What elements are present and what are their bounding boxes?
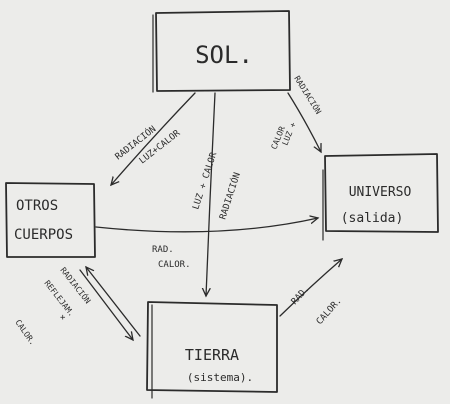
arrow-sol-tierra xyxy=(206,92,216,296)
arrow-tierra-otros xyxy=(86,267,141,337)
sol-universo-label-line1: RADIACIÓN xyxy=(292,73,324,116)
edge-tierra-otros: RADIACIÓN REFLEJAM. + CALOR. xyxy=(13,264,141,347)
otros-universo-label-line1: RAD. xyxy=(152,245,174,255)
arrow-otros-universo xyxy=(95,218,318,233)
sol-tierra-label-line1: LUZ + CALOR xyxy=(191,151,219,211)
edge-tierra-to-universo: RAD. CALOR. xyxy=(279,259,344,327)
sol-label: SOL. xyxy=(195,41,253,69)
universo-box-outline xyxy=(324,153,439,233)
otros-universo-label-line2: CALOR. xyxy=(158,260,191,270)
tierra-universo-label-line2: CALOR. xyxy=(315,296,344,327)
sol-tierra-label-line2: RADIACIÓN xyxy=(216,171,242,221)
otros-box-outline xyxy=(5,182,96,258)
sol-box-outline xyxy=(155,10,291,92)
tierra-universo-label-line1: RAD. xyxy=(290,284,312,307)
node-tierra: TIERRA (sistema). xyxy=(146,301,278,399)
otros-label-line2: CUERPOS xyxy=(14,227,73,243)
arrow-sol-universo xyxy=(287,92,321,152)
universo-label-line2: (salida) xyxy=(341,211,404,226)
edge-sol-to-otros: RADIACIÓN LUZ+CALOR xyxy=(111,92,196,185)
node-sol: SOL. xyxy=(152,10,291,93)
node-universo: UNIVERSO (salida) xyxy=(322,153,439,241)
edge-sol-to-universo: RADIACIÓN LUZ + CALOR xyxy=(270,73,325,152)
edge-sol-to-tierra: LUZ + CALOR RADIACIÓN xyxy=(191,92,243,296)
tierra-box-outline xyxy=(146,301,278,393)
arrow-otros-tierra xyxy=(79,269,133,340)
arrow-sol-otros xyxy=(111,92,196,185)
tierra-otros-label-line3: + xyxy=(60,313,66,323)
edge-otros-to-universo: RAD. CALOR. xyxy=(95,218,318,270)
otros-label-line1: OTROS xyxy=(16,198,58,214)
node-otros-cuerpos: OTROS CUERPOS xyxy=(5,182,96,258)
tierra-otros-label-line4: CALOR. xyxy=(13,318,37,347)
tierra-label-line2: (sistema). xyxy=(187,371,253,384)
tierra-label-line1: TIERRA xyxy=(185,346,239,364)
universo-label-line1: UNIVERSO xyxy=(349,185,412,200)
arrow-tierra-universo xyxy=(279,259,342,317)
